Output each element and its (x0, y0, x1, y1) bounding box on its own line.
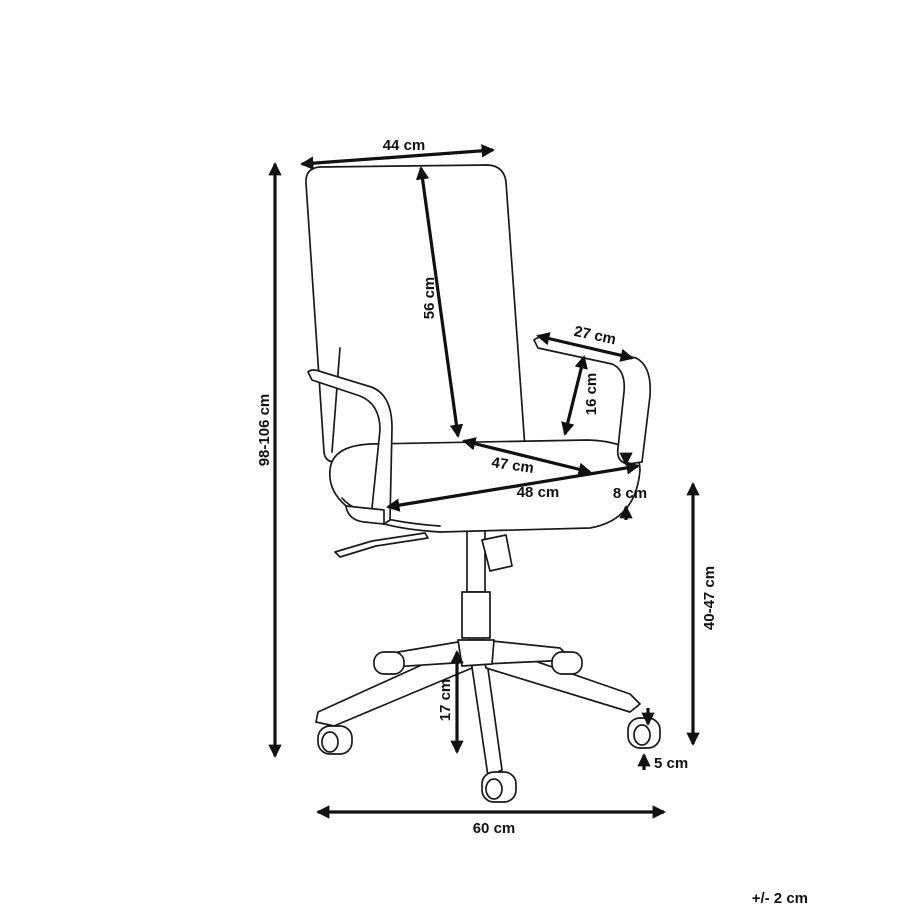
gas-sleeve (461, 591, 491, 639)
dim-line-backrest-height (415, 166, 464, 438)
dim-line-armrest-height (561, 355, 588, 436)
tilt-knob (481, 534, 513, 572)
label-seat-thickness: 8 cm (613, 485, 647, 502)
backrest (305, 164, 526, 463)
caster-left (317, 725, 353, 755)
label-base-height: 17 cm (437, 679, 454, 722)
caster-front (481, 771, 517, 803)
height-lever (334, 532, 429, 558)
label-armrest-height: 16 cm (583, 373, 600, 416)
dim-line-armrest-length (536, 332, 634, 362)
caster-back-left (373, 651, 405, 675)
dim-line-seat-width (386, 461, 640, 512)
caster-back-right (551, 651, 583, 675)
caster-right (627, 717, 661, 749)
armrest-left-front (345, 505, 385, 525)
label-base-width: 60 cm (473, 820, 516, 837)
label-seat-depth: 47 cm (490, 454, 534, 477)
backrest-contour (331, 347, 341, 453)
label-backrest-height: 56 cm (421, 277, 438, 320)
dimension-lines (268, 144, 700, 819)
base-hub (457, 639, 495, 667)
label-caster-height: 5 cm (654, 755, 688, 772)
label-seat-back-width: 44 cm (383, 137, 426, 154)
dimension-labels: 44 cm 56 cm 27 cm 16 cm 47 cm 48 cm 8 cm… (256, 137, 808, 907)
dim-line-seat-back-width (299, 144, 496, 170)
tolerance-note: +/- 2 cm (752, 890, 808, 907)
chair-illustration (305, 164, 661, 803)
label-seat-width: 48 cm (517, 484, 560, 501)
label-total-height: 98-106 cm (256, 394, 273, 467)
label-seat-height: 40-47 cm (701, 566, 718, 630)
